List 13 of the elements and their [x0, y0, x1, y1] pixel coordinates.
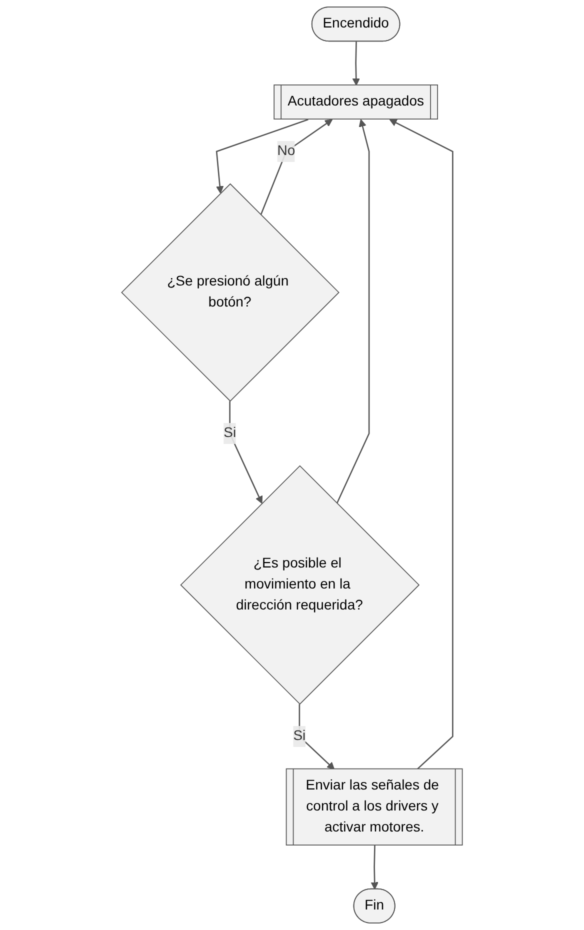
edge-label: Si	[293, 728, 306, 744]
node-diamond: ¿Se presionó algún botón?	[121, 183, 340, 402]
arrow	[229, 401, 263, 504]
arrow	[298, 704, 335, 770]
arrow	[216, 118, 308, 194]
arrow	[260, 119, 333, 216]
edge-label: No	[277, 144, 296, 159]
arrow	[370, 845, 378, 890]
edge-label: Si	[224, 426, 236, 440]
node-diamond: ¿Es posible el movimiento en la dirección requerida?	[180, 465, 420, 705]
arrow	[352, 42, 360, 86]
arrow	[389, 119, 454, 770]
arrow	[336, 119, 370, 504]
